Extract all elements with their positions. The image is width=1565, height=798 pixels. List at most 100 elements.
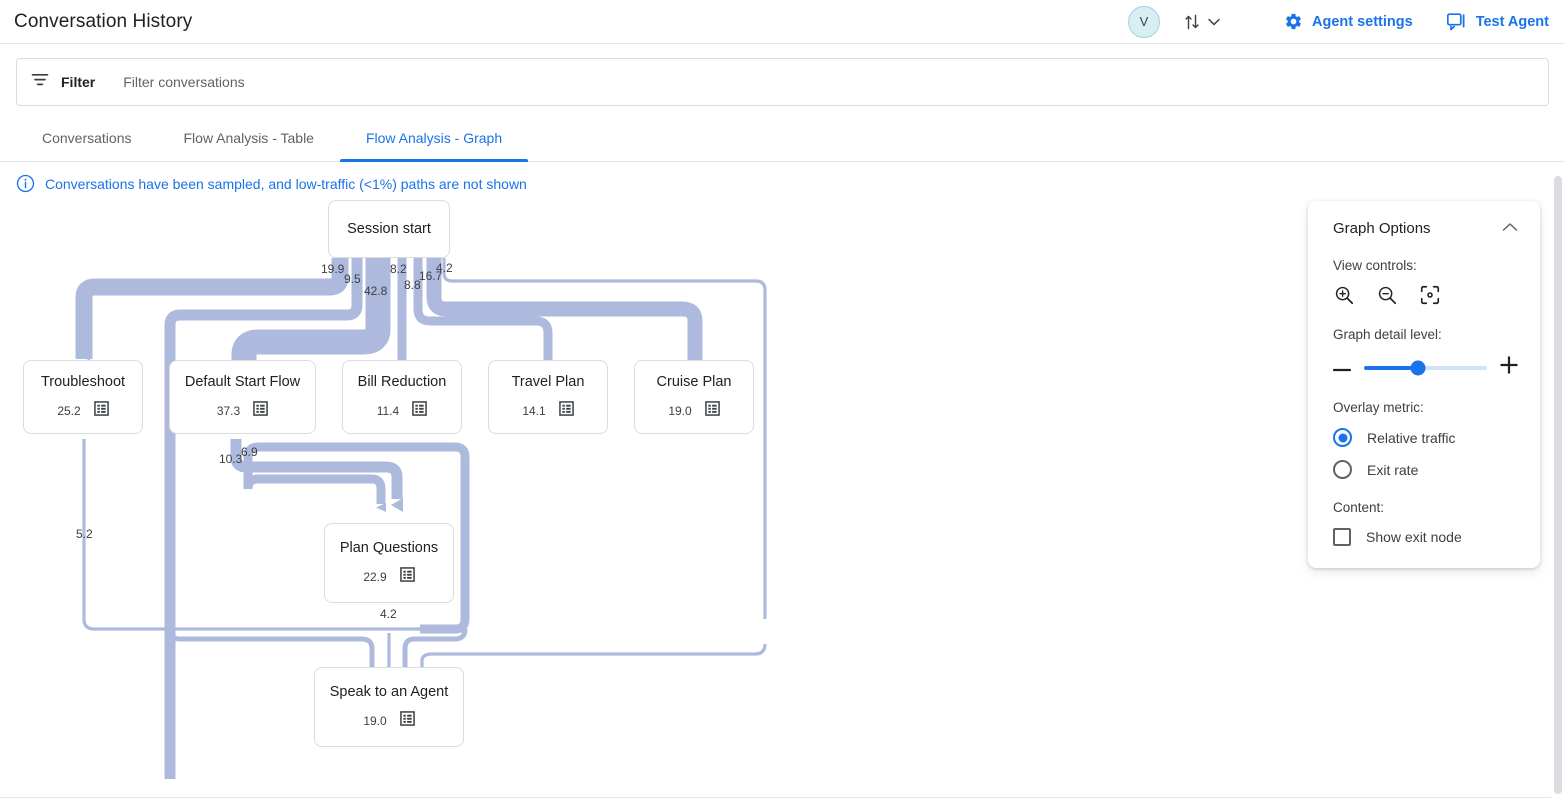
radio-relative-traffic[interactable]: Relative traffic [1333, 428, 1518, 447]
edge-label: 19.9 [321, 262, 345, 276]
detail-level-slider[interactable] [1364, 360, 1487, 375]
avatar[interactable]: V [1127, 5, 1160, 38]
fit-to-screen-icon[interactable] [1419, 284, 1441, 306]
node-value: 19.0 [668, 403, 692, 418]
node-metrics: 19.0 [668, 400, 720, 421]
node-metrics: 22.9 [363, 566, 415, 587]
zoom-in-icon[interactable] [1333, 284, 1355, 306]
content-label: Content: [1333, 500, 1385, 515]
graph-node-default-start-flow[interactable]: Default Start Flow 37.3 [169, 360, 316, 434]
checkbox-label: Show exit node [1366, 529, 1462, 545]
graph-node-speak-to-an-agent[interactable]: Speak to an Agent 19.0 [314, 667, 464, 747]
node-value: 11.4 [376, 403, 400, 418]
tab-flow-analysis-table[interactable]: Flow Analysis - Table [183, 130, 314, 146]
node-metrics: 37.3 [216, 400, 268, 421]
agent-settings-label: Agent settings [1311, 13, 1413, 30]
edge-label: 8.8 [404, 278, 421, 292]
tab-conversations[interactable]: Conversations [42, 130, 132, 146]
node-value: 22.9 [363, 569, 387, 584]
edge-label: 9.5 [344, 272, 361, 286]
edge-label: 5.2 [76, 527, 93, 541]
node-value: 19.0 [363, 713, 387, 728]
search-input[interactable] [121, 73, 1534, 91]
detail-level-slider-row [1332, 356, 1518, 379]
plus-icon[interactable] [1500, 356, 1518, 379]
info-banner-text: Conversations have been sampled, and low… [45, 175, 527, 192]
checkbox-icon [1333, 528, 1351, 546]
edge-label: 4.2 [380, 607, 397, 621]
graph-node-session-start[interactable]: Session start [328, 200, 450, 258]
test-agent-label: Test Agent [1475, 13, 1549, 30]
graph-node-troubleshoot[interactable]: Troubleshoot 25.2 [23, 360, 143, 434]
node-title: Cruise Plan [656, 373, 732, 390]
minus-icon[interactable] [1332, 359, 1352, 377]
graph-options-title: Graph Options [1333, 219, 1431, 237]
edge-label: 8.2 [390, 262, 407, 276]
chevron-up-icon[interactable] [1502, 219, 1518, 237]
list-icon[interactable] [253, 400, 268, 421]
node-title: Speak to an Agent [329, 683, 449, 700]
node-title: Plan Questions [339, 539, 439, 556]
zoom-out-icon[interactable] [1376, 284, 1398, 306]
graph-options-header: Graph Options [1333, 219, 1518, 237]
view-controls-label: View controls: [1333, 258, 1417, 273]
filter-bar[interactable]: Filter [16, 58, 1549, 106]
checkbox-show-exit-node[interactable]: Show exit node [1333, 528, 1518, 546]
edge-label: 6.9 [241, 445, 258, 459]
view-controls [1333, 284, 1518, 306]
radio-label: Relative traffic [1367, 429, 1456, 446]
node-metrics: 11.4 [376, 400, 428, 421]
node-metrics: 14.1 [522, 400, 574, 421]
node-title: Travel Plan [511, 373, 585, 390]
graph-node-travel-plan[interactable]: Travel Plan 14.1 [488, 360, 608, 434]
avatar-initial: V [1139, 14, 1149, 29]
info-banner: Conversations have been sampled, and low… [0, 162, 1565, 199]
sort-arrows-icon [1182, 12, 1202, 32]
list-icon[interactable] [399, 710, 415, 731]
chat-bubbles-icon [1446, 12, 1467, 31]
slider-thumb[interactable] [1410, 360, 1426, 375]
overlay-metric-label: Overlay metric: [1333, 400, 1424, 415]
node-value: 25.2 [57, 403, 81, 418]
list-icon[interactable] [704, 400, 720, 421]
flow-graph-canvas[interactable]: Session start Troubleshoot 25.2 Default … [0, 199, 1565, 779]
node-value: 14.1 [522, 403, 546, 418]
header-actions: V Agent settings [1127, 5, 1549, 38]
info-icon [16, 174, 35, 193]
filter-section: Filter [0, 44, 1565, 106]
agent-settings-button[interactable]: Agent settings [1284, 12, 1413, 31]
app-header: Conversation History V Agent setti [0, 0, 1565, 44]
test-agent-button[interactable]: Test Agent [1446, 12, 1549, 31]
edge-label: 42.8 [364, 284, 388, 298]
vertical-scrollbar-thumb[interactable] [1554, 176, 1562, 794]
node-title: Bill Reduction [357, 373, 447, 390]
node-metrics: 19.0 [363, 710, 415, 731]
tab-bar: Conversations Flow Analysis - Table Flow… [0, 116, 1565, 162]
graph-node-plan-questions[interactable]: Plan Questions 22.9 [324, 523, 454, 603]
list-icon[interactable] [412, 400, 428, 421]
sort-control[interactable] [1182, 12, 1220, 32]
radio-label: Exit rate [1367, 461, 1419, 478]
tab-flow-analysis-graph[interactable]: Flow Analysis - Graph [339, 116, 529, 162]
graph-options-panel: Graph Options View controls: Graph detai… [1308, 201, 1540, 568]
filter-label: Filter [61, 74, 96, 90]
radio-icon [1333, 428, 1352, 447]
slider-fill [1364, 365, 1419, 370]
node-title: Session start [347, 221, 431, 237]
page-title: Conversation History [14, 10, 193, 32]
node-value: 37.3 [216, 403, 241, 418]
graph-node-bill-reduction[interactable]: Bill Reduction 11.4 [342, 360, 462, 434]
list-icon[interactable] [399, 566, 415, 587]
chevron-down-icon [1208, 18, 1220, 26]
node-title: Default Start Flow [184, 373, 301, 390]
node-metrics: 25.2 [57, 400, 109, 421]
radio-icon [1333, 460, 1352, 479]
list-icon[interactable] [93, 400, 109, 421]
radio-exit-rate[interactable]: Exit rate [1333, 460, 1518, 479]
gear-icon [1284, 12, 1303, 31]
vertical-scrollbar-track[interactable] [1551, 172, 1565, 798]
edge-label: 4.2 [436, 261, 453, 275]
list-icon[interactable] [558, 400, 574, 421]
node-title: Troubleshoot [40, 373, 126, 390]
graph-node-cruise-plan[interactable]: Cruise Plan 19.0 [634, 360, 754, 434]
